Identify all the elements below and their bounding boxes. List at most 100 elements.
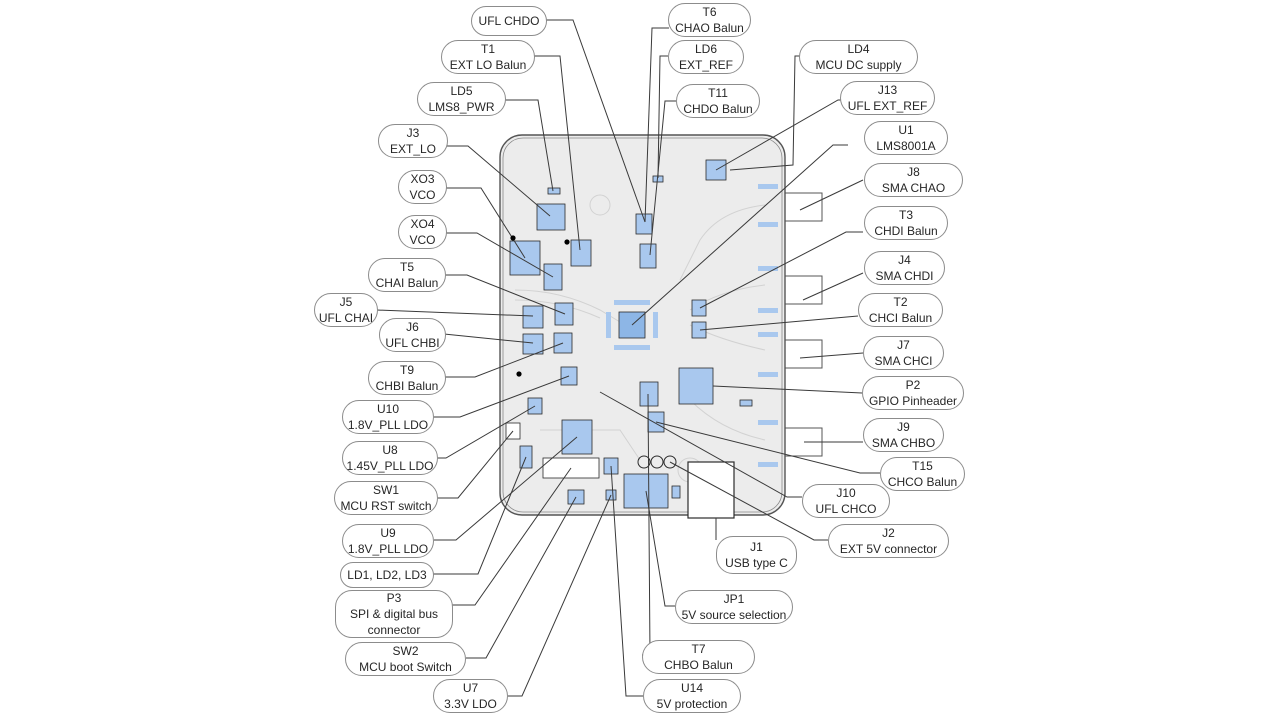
callout-t3-description: CHDI Balun bbox=[874, 224, 938, 238]
callout-xo4-description: VCO bbox=[409, 233, 436, 247]
sma-connector-j7 bbox=[783, 339, 823, 369]
callout-j4-designator: J4 bbox=[898, 253, 911, 267]
callout-p2-description: GPIO Pinheader bbox=[868, 394, 958, 408]
t1-ext-lo-balun bbox=[570, 239, 592, 267]
callout-t1-description: EXT LO Balun bbox=[449, 58, 527, 72]
callout-j2-description: EXT 5V connector bbox=[839, 542, 938, 556]
callout-j3-designator: J3 bbox=[406, 126, 420, 140]
t7-chbo-balun bbox=[639, 381, 659, 407]
callout-t1-designator: T1 bbox=[480, 42, 495, 56]
callout-t11-description: CHDO Balun bbox=[683, 102, 753, 116]
callout-u8: U8 1.45V_PLL LDO bbox=[342, 441, 438, 475]
callout-j9-description: SMA CHBO bbox=[871, 436, 936, 450]
j5-ufl bbox=[522, 305, 544, 329]
callout-t2-description: CHCI Balun bbox=[868, 311, 933, 325]
callout-j13-designator: J13 bbox=[877, 83, 898, 97]
t11-chdo-balun bbox=[639, 243, 657, 269]
callout-j1-description: USB type C bbox=[725, 556, 788, 570]
callout-sw1-description: MCU RST switch bbox=[340, 499, 432, 513]
callout-u10-description: 1.8V_PLL LDO bbox=[347, 418, 429, 432]
callout-ld123: LD1, LD2, LD3 bbox=[340, 562, 434, 588]
callout-t5-description: CHAI Balun bbox=[375, 276, 439, 290]
callout-p3-description: SPI & digital bus connector bbox=[349, 607, 439, 637]
callout-ld4-designator: LD4 bbox=[847, 42, 870, 56]
ld5-led bbox=[547, 187, 561, 195]
callout-u8-designator: U8 bbox=[382, 443, 398, 457]
callout-u10-designator: U10 bbox=[376, 402, 399, 416]
callout-p3-designator: P3 bbox=[386, 591, 402, 605]
sma-connector-j8 bbox=[783, 192, 823, 222]
callout-j8-description: SMA CHAO bbox=[881, 181, 946, 195]
j2-pad bbox=[671, 485, 681, 499]
callout-t5-designator: T5 bbox=[399, 260, 414, 274]
callout-u7-designator: U7 bbox=[462, 681, 479, 695]
callout-ld5-description: LMS8_PWR bbox=[428, 100, 495, 114]
callout-jp1-designator: JP1 bbox=[723, 592, 745, 606]
callout-sw2-designator: SW2 bbox=[392, 644, 419, 658]
callout-t15-description: CHCO Balun bbox=[887, 475, 958, 489]
callout-ufl-chdo-designator: UFL CHDO bbox=[478, 14, 540, 28]
callout-ld6-description: EXT_REF bbox=[678, 58, 733, 72]
callout-u8-description: 1.45V_PLL LDO bbox=[346, 459, 434, 473]
leader-dots bbox=[510, 235, 570, 377]
callout-j1-designator: J1 bbox=[750, 540, 763, 554]
ld4-led bbox=[739, 399, 753, 407]
t3-chdi-balun bbox=[691, 299, 707, 317]
callout-u1-description: LMS8001A bbox=[876, 139, 936, 153]
callout-j7-description: SMA CHCI bbox=[874, 354, 933, 368]
callout-ld123-designator: LD1, LD2, LD3 bbox=[347, 568, 427, 582]
callout-u7: U7 3.3V LDO bbox=[433, 679, 508, 713]
callout-t6-designator: T6 bbox=[702, 5, 717, 19]
callout-t11-designator: T11 bbox=[708, 86, 728, 100]
chip-pins bbox=[606, 300, 658, 350]
callout-sw2-description: MCU boot Switch bbox=[359, 660, 452, 674]
callout-t3-designator: T3 bbox=[898, 208, 913, 222]
callout-j3-description: EXT_LO bbox=[389, 142, 437, 156]
callout-ufl-chdo: UFL CHDO bbox=[471, 6, 547, 36]
j1-usb-c bbox=[687, 461, 735, 519]
p2-gpio-header bbox=[678, 367, 714, 405]
callout-t2-designator: T2 bbox=[893, 295, 908, 309]
callout-t9-designator: T9 bbox=[399, 363, 414, 377]
callout-j6-designator: J6 bbox=[406, 320, 419, 334]
callout-ld6-designator: LD6 bbox=[694, 42, 717, 56]
callout-ld4-description: MCU DC supply bbox=[815, 58, 902, 72]
callout-j5-designator: J5 bbox=[339, 295, 353, 309]
callout-u7-description: 3.3V LDO bbox=[444, 697, 497, 711]
callout-t9-description: CHBI Balun bbox=[375, 379, 439, 393]
callout-u14-designator: U14 bbox=[680, 681, 703, 695]
callout-u1-designator: U1 bbox=[898, 123, 914, 137]
callout-u9: U9 1.8V_PLL LDO bbox=[342, 524, 434, 558]
callout-xo3-designator: XO3 bbox=[410, 172, 435, 186]
callout-j10-designator: J10 bbox=[836, 486, 856, 500]
callout-u9-description: 1.8V_PLL LDO bbox=[347, 542, 429, 556]
t2-chci-balun bbox=[691, 321, 707, 339]
callout-u9-designator: U9 bbox=[380, 526, 396, 540]
callout-t7-description: CHBO Balun bbox=[664, 658, 733, 672]
